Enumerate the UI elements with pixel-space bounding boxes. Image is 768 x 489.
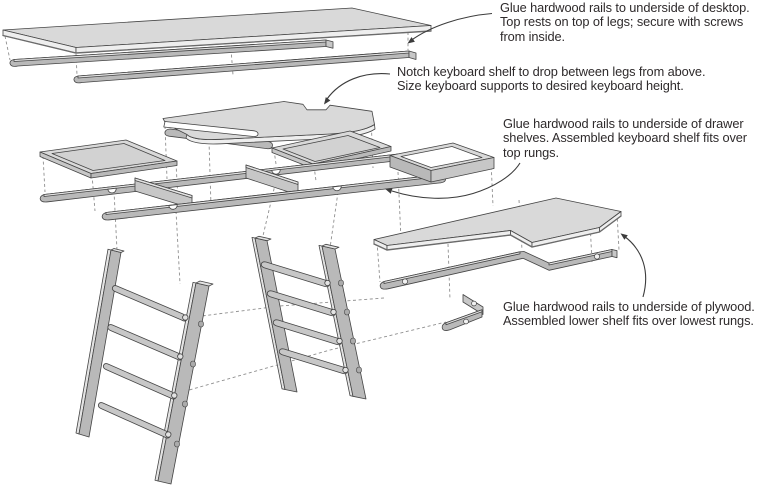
leg-ladder-left-part bbox=[75, 248, 214, 485]
annotation-line: shelves. Assembled keyboard shelf fits o… bbox=[503, 130, 747, 146]
desktop-part bbox=[2, 7, 432, 54]
annotation-lower-shelf: Glue hardwood rails to underside of plyw… bbox=[503, 299, 755, 329]
annotation-line: Size keyboard supports to desired keyboa… bbox=[397, 78, 684, 94]
drawer-box-part bbox=[389, 142, 495, 183]
annotation-keyboard-shelf: Notch keyboard shelf to drop between leg… bbox=[397, 64, 706, 94]
arrowhead-drawer-shelves bbox=[385, 188, 393, 194]
leader-drawer-shelves bbox=[391, 162, 521, 199]
lower-shelf-part bbox=[373, 197, 622, 251]
leader-keyboard-shelf bbox=[326, 73, 391, 100]
lower-shelf-rails-part bbox=[379, 249, 618, 331]
annotation-desktop: Glue hardwood rails to underside of desk… bbox=[500, 0, 750, 44]
arrowhead-desktop bbox=[407, 37, 415, 44]
arrowhead-keyboard-shelf bbox=[324, 97, 331, 105]
leader-lower-shelf bbox=[623, 235, 647, 298]
arrowhead-lower-shelf bbox=[620, 233, 628, 240]
leg-ladder-right-part bbox=[251, 235, 367, 400]
drawer-tray-left-part bbox=[39, 139, 178, 179]
desktop-rails-part bbox=[9, 39, 417, 84]
annotation-line: Assembled lower shelf fits over lowest r… bbox=[503, 313, 754, 329]
annotation-drawer-shelves: Glue hardwood rails to underside of draw… bbox=[503, 116, 747, 160]
annotation-line: Top rests on top of legs; secure with sc… bbox=[500, 14, 744, 30]
annotation-line: Glue hardwood rails to underside of plyw… bbox=[503, 299, 755, 314]
leader-desktop bbox=[410, 12, 493, 41]
shelf-frame-part bbox=[39, 150, 446, 221]
leader-lines bbox=[324, 12, 647, 298]
annotation-line: Glue hardwood rails to underside of draw… bbox=[503, 116, 744, 131]
annotation-line: Notch keyboard shelf to drop between leg… bbox=[397, 64, 706, 79]
annotation-line: Glue hardwood rails to underside of desk… bbox=[500, 0, 750, 15]
annotation-line: top rungs. bbox=[503, 144, 559, 160]
annotation-line: from inside. bbox=[500, 28, 565, 44]
